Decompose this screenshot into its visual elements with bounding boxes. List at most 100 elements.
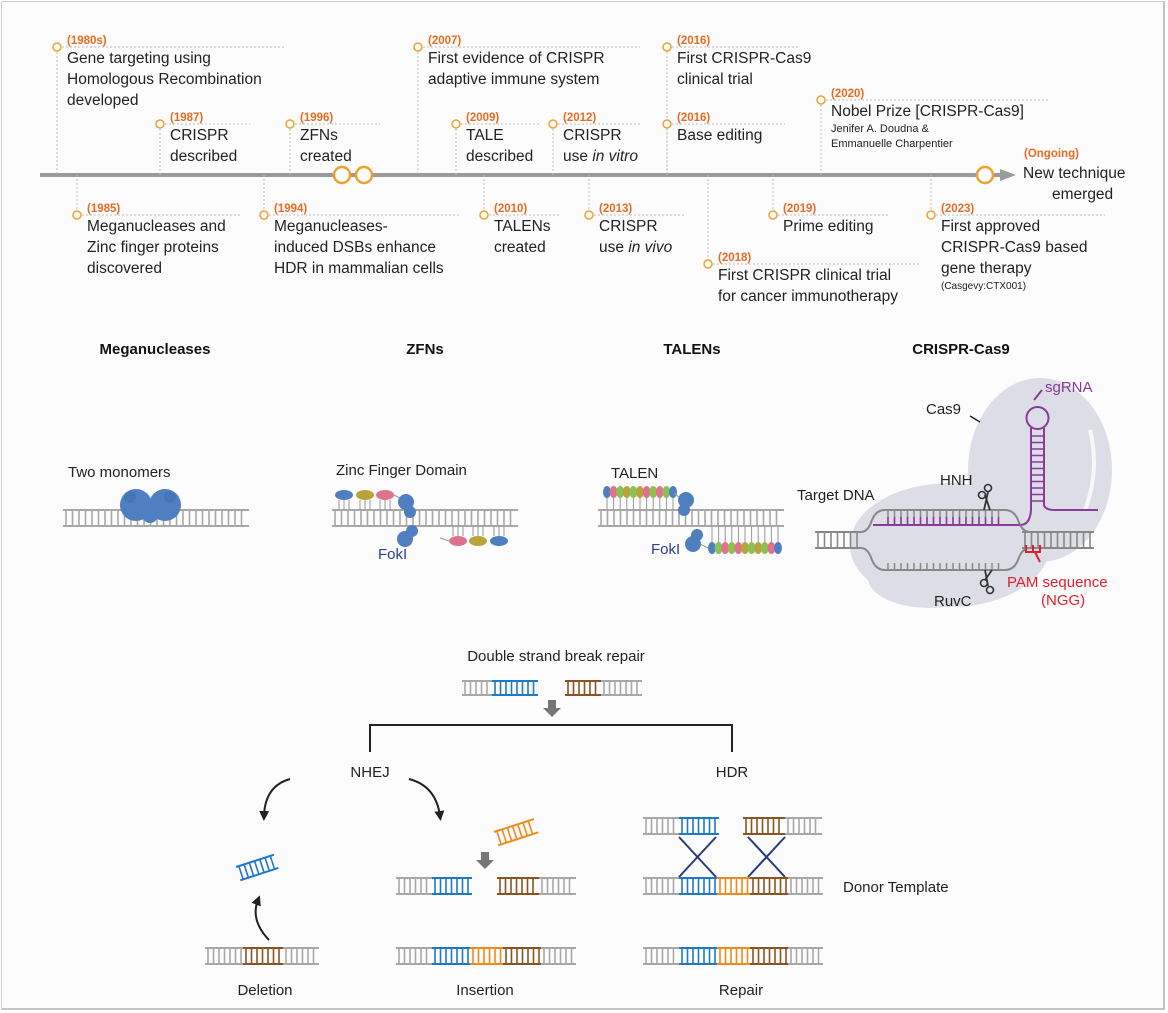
zinc-finger-unit bbox=[490, 536, 508, 546]
tale-repeat bbox=[609, 486, 618, 498]
tale-repeat bbox=[616, 486, 625, 498]
deletion-dna bbox=[205, 947, 319, 965]
zfns-heading: ZFNs bbox=[406, 341, 444, 358]
zinc-finger-unit bbox=[335, 490, 353, 500]
event-text: CRISPR bbox=[170, 127, 229, 144]
event-text: CRISPR bbox=[599, 218, 658, 235]
crossover-lines bbox=[678, 836, 786, 878]
event-text: Zinc finger proteins bbox=[87, 239, 219, 256]
pam-ngg-label: (NGG) bbox=[1041, 592, 1085, 609]
event-marker bbox=[926, 210, 936, 220]
dna-ladder bbox=[643, 947, 823, 965]
dna-ladder bbox=[743, 817, 822, 835]
broken-dna bbox=[462, 680, 642, 696]
event-year: (1985) bbox=[87, 203, 120, 215]
event-year: (2016) bbox=[677, 35, 710, 47]
event-text: described bbox=[466, 148, 533, 165]
event-text: discovered bbox=[87, 260, 162, 277]
zfn-diagram: Zinc Finger Domain FokI bbox=[332, 462, 518, 563]
timeline-marker bbox=[332, 165, 352, 185]
event-text: First approved bbox=[941, 218, 1040, 235]
event-year: (1994) bbox=[274, 203, 307, 215]
zinc-finger-unit bbox=[376, 490, 394, 500]
talen-diagram: TALEN FokI bbox=[598, 465, 784, 558]
event-text: Nobel Prize [CRISPR-Cas9] bbox=[831, 103, 1024, 120]
tale-repeat bbox=[642, 486, 651, 498]
cas9-protein-body bbox=[850, 378, 1112, 608]
broken-dna bbox=[643, 817, 822, 835]
dna-rail bbox=[493, 818, 535, 833]
foki-label: FokI bbox=[378, 546, 407, 563]
event-text-italic: in vitro bbox=[592, 148, 638, 165]
timeline-event: (2019)Prime editing bbox=[768, 175, 890, 235]
timeline-marker bbox=[354, 165, 374, 185]
crispr-heading: CRISPR-Cas9 bbox=[912, 341, 1010, 358]
event-text: First CRISPR clinical trial bbox=[718, 267, 891, 284]
foki-domain bbox=[691, 529, 703, 541]
tale-repeat bbox=[714, 542, 723, 554]
event-text: First CRISPR-Cas9 bbox=[677, 50, 811, 67]
event-marker bbox=[451, 119, 461, 129]
dna-rail bbox=[240, 867, 279, 882]
event-text: TALENs bbox=[494, 218, 551, 235]
event-year: (1980s) bbox=[67, 35, 107, 47]
cas9-label: Cas9 bbox=[926, 401, 961, 418]
dsb-repair-title: Double strand break repair bbox=[467, 648, 645, 665]
target-dna-label: Target DNA bbox=[797, 487, 875, 504]
tale-repeat bbox=[774, 542, 782, 554]
event-year: (2007) bbox=[428, 35, 461, 47]
event-text: HDR in mammalian cells bbox=[274, 260, 444, 277]
excised-fragment bbox=[235, 853, 279, 882]
curved-arrow-icon bbox=[408, 778, 445, 821]
event-text: Meganucleases- bbox=[274, 218, 388, 235]
foki-domain bbox=[678, 504, 690, 516]
dna-rung bbox=[496, 830, 502, 845]
tale-repeat bbox=[662, 486, 671, 498]
tale-repeat bbox=[603, 486, 611, 498]
crispr-cas9-diagram: Cas9 sgRNA HNH Target DNA RuvC PAM seque… bbox=[797, 378, 1112, 610]
curved-arrow-icon bbox=[259, 778, 291, 821]
event-text: developed bbox=[67, 92, 139, 109]
dna-ladder bbox=[643, 877, 823, 895]
meganuclease-diagram: Two monomers bbox=[63, 464, 249, 527]
event-text: New technique bbox=[1023, 165, 1126, 182]
dna-duplex bbox=[332, 509, 518, 527]
tale-repeat bbox=[734, 542, 743, 554]
event-marker bbox=[548, 119, 558, 129]
dna-ladder bbox=[396, 947, 576, 965]
event-text: adaptive immune system bbox=[428, 71, 599, 88]
event-text: TALE bbox=[466, 127, 504, 144]
insertion-label: Insertion bbox=[456, 982, 514, 999]
pam-sequence-label: PAM sequence bbox=[1007, 574, 1108, 591]
event-subtext: Emmanuelle Charpentier bbox=[831, 138, 953, 150]
event-text: Homologous Recombination bbox=[67, 71, 262, 88]
curved-arrow-icon bbox=[251, 895, 270, 941]
tale-repeat bbox=[747, 542, 756, 554]
tale-repeat bbox=[708, 542, 716, 554]
event-year: (1996) bbox=[300, 112, 333, 124]
down-arrow-icon bbox=[543, 700, 561, 717]
repaired-dna bbox=[643, 947, 823, 965]
event-text: use in vitro bbox=[563, 148, 638, 165]
donor-template-label: Donor Template bbox=[843, 879, 949, 896]
zinc-finger-unit bbox=[356, 490, 374, 500]
timeline-event: (2016)Base editing bbox=[662, 112, 785, 175]
hnh-label: HNH bbox=[940, 472, 973, 489]
broken-dna bbox=[396, 877, 576, 895]
event-year: (Ongoing) bbox=[1024, 148, 1079, 160]
event-marker bbox=[816, 95, 826, 105]
hdr-label: HDR bbox=[716, 764, 749, 781]
event-text: created bbox=[300, 148, 352, 165]
inserted-fragment bbox=[493, 818, 539, 847]
foki-domain bbox=[404, 506, 416, 518]
dna-rung bbox=[248, 862, 255, 877]
meganuclease-protein-icon bbox=[120, 489, 181, 523]
dna-ladder bbox=[497, 877, 576, 895]
event-marker bbox=[72, 210, 82, 220]
event-year: (2016) bbox=[677, 112, 710, 124]
